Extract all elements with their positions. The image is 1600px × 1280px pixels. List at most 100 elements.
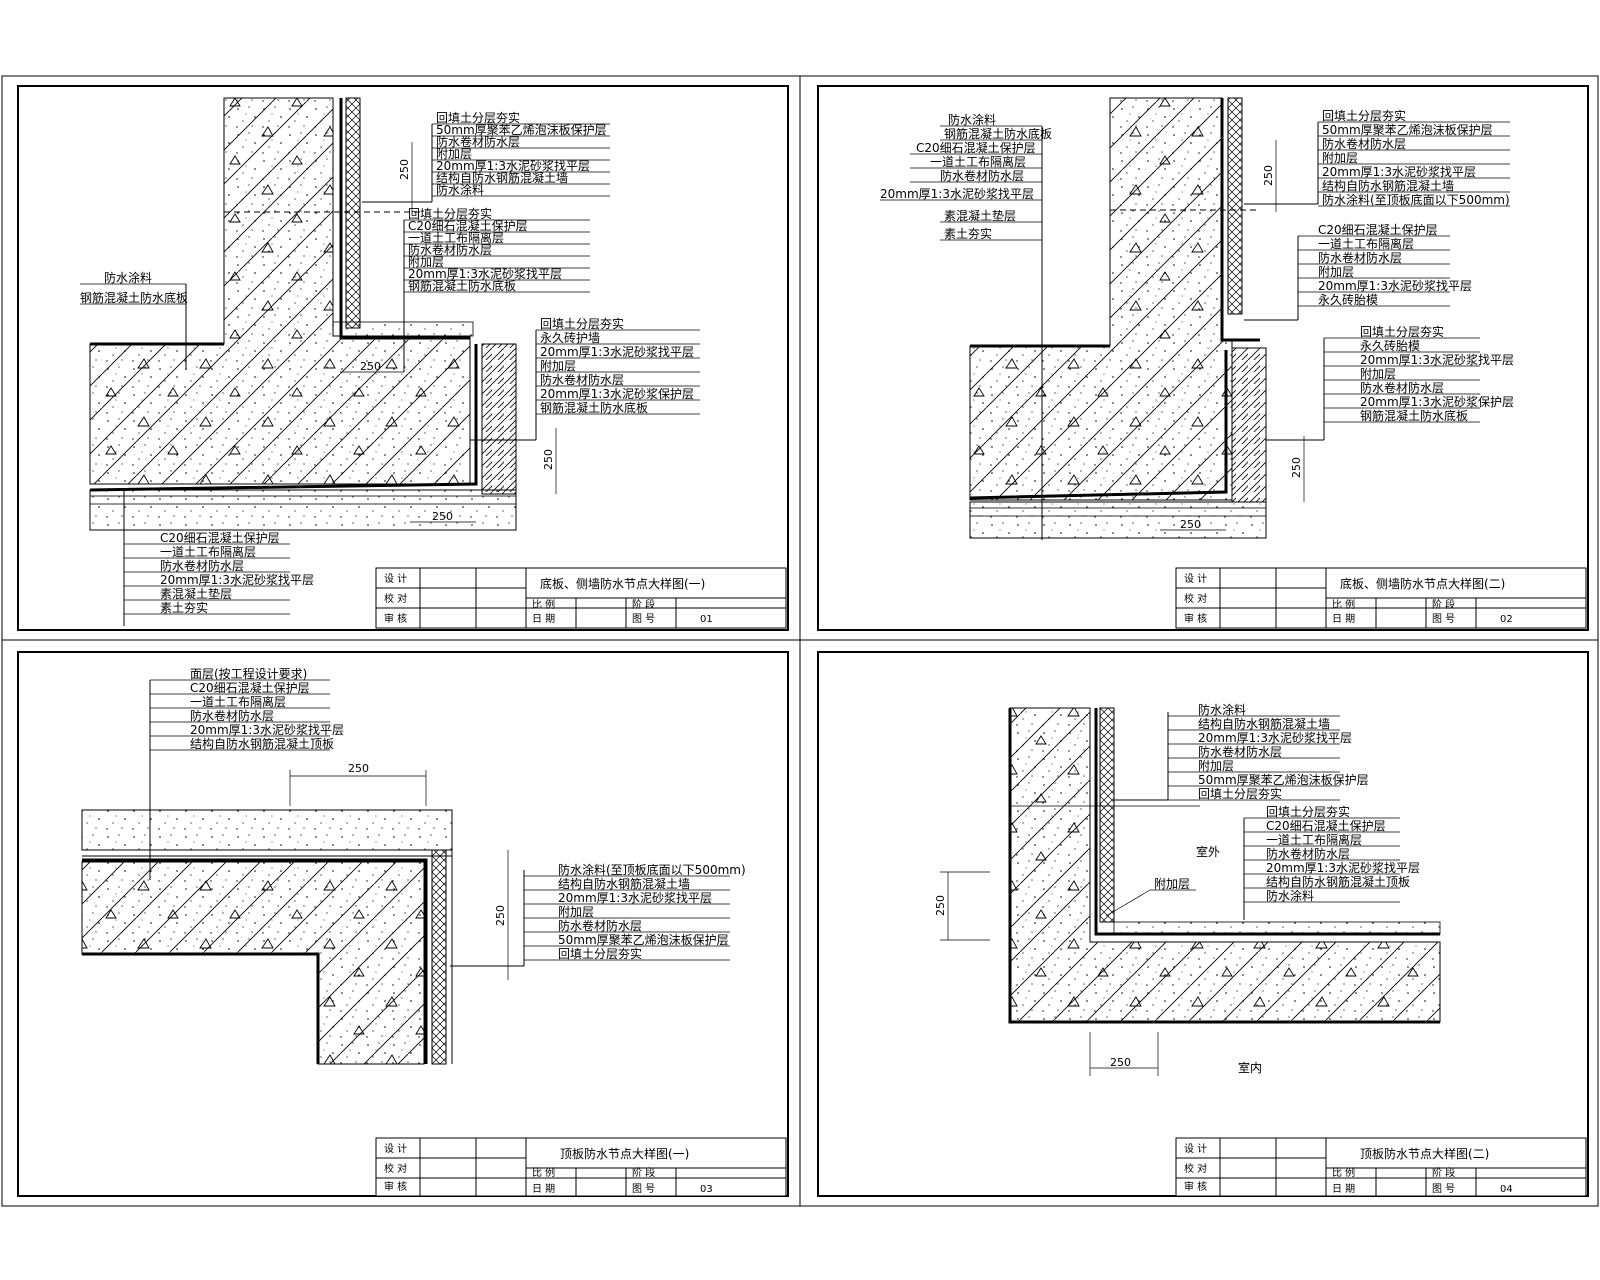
p1-date-label: 日 期 — [532, 613, 555, 625]
p4-extra-layer-label: 附加层 — [1154, 877, 1190, 891]
p2-g1-l7: 素混凝土垫层 — [944, 208, 1016, 223]
p1-scale-label: 比 例 — [532, 598, 555, 611]
p2-drawing-no: 02 — [1500, 614, 1513, 625]
p3-g2-l4: 附加层 — [558, 905, 594, 919]
p3-stage-label: 阶 段 — [632, 1166, 655, 1179]
p1-g5-l1: C20细石混凝土保护层 — [160, 530, 280, 545]
p4-outside-label: 室外 — [1196, 844, 1220, 859]
p4-tb-r3: 审 核 — [1184, 1180, 1207, 1193]
p2-g4-l4: 附加层 — [1360, 367, 1396, 381]
p1-g2-l5: 附加层 — [408, 255, 444, 269]
p1-g5-l3: 防水卷材防水层 — [160, 558, 244, 573]
p1-tb-r2: 校 对 — [384, 592, 407, 605]
p4-g1-l2: 结构自防水钢筋混凝土墙 — [1198, 716, 1330, 731]
p1-g3-l1: 回填土分层夯实 — [540, 316, 624, 331]
p1-g5-l2: 一道土工布隔离层 — [160, 544, 256, 559]
p1-g1-l1: 回填土分层夯实 — [436, 110, 520, 125]
p2-g1-l1: 防水涂料 — [948, 112, 996, 127]
p2-stage-label: 阶 段 — [1432, 598, 1455, 611]
p3-title: 顶板防水节点大样图(一) — [560, 1146, 689, 1161]
p3-dim-1: 250 — [348, 762, 369, 775]
p3-drawing-no: 03 — [700, 1184, 713, 1195]
p4-g2-l3: 一道土工布隔离层 — [1266, 832, 1362, 847]
p3-g2-l7: 回填土分层夯实 — [558, 946, 642, 961]
p2-g2-l6: 结构自防水钢筋混凝土墙 — [1322, 178, 1454, 193]
panel-floor-wall-detail-1: 回填土分层夯实 50mm厚聚苯乙烯泡沫板保护层 防水卷材防水层 附加层 20mm… — [17, 85, 789, 631]
p1-g3-l4: 附加层 — [540, 359, 576, 373]
p2-date-label: 日 期 — [1332, 613, 1355, 625]
p2-g2-l3: 防水卷材防水层 — [1322, 136, 1406, 151]
p3-tb-r3: 审 核 — [384, 1180, 407, 1193]
p2-g3-l3: 防水卷材防水层 — [1318, 250, 1402, 265]
p4-g1-l7: 回填土分层夯实 — [1198, 786, 1282, 801]
p1-g4-l1: 防水涂料 — [104, 270, 152, 285]
p2-g1-l2: 钢筋混凝土防水底板 — [944, 126, 1052, 141]
p1-g4-l2: 钢筋混凝土防水底板 — [80, 290, 188, 305]
p4-dim-1: 250 — [934, 895, 947, 916]
p4-stage-label: 阶 段 — [1432, 1166, 1455, 1179]
p1-tb-r1: 设 计 — [384, 572, 407, 585]
p4-title: 顶板防水节点大样图(二) — [1360, 1146, 1489, 1161]
p2-g2-l7: 防水涂料(至顶板底面以下500mm) — [1322, 192, 1510, 207]
p2-g3-l1: C20细石混凝土保护层 — [1318, 222, 1438, 237]
p1-title-block: 设 计 校 对 审 核 底板、侧墙防水节点大样图(一) 比 例 阶 段 日 期 … — [375, 567, 787, 629]
p2-title: 底板、侧墙防水节点大样图(二) — [1340, 576, 1505, 591]
p4-tb-r2: 校 对 — [1184, 1162, 1207, 1175]
p1-g3-l6: 20mm厚1:3水泥砂浆保护层 — [540, 386, 694, 401]
p3-g1-l3: 一道土工布隔离层 — [190, 694, 286, 709]
p4-title-block: 设 计 校 对 审 核 顶板防水节点大样图(二) 比 例 阶 段 日 期 图 号… — [1175, 1137, 1587, 1197]
p3-g1-l4: 防水卷材防水层 — [190, 708, 274, 723]
p1-g5-l6: 素土夯实 — [160, 600, 208, 615]
panel-roof-detail-1: 面层(按工程设计要求) C20细石混凝土保护层 一道土工布隔离层 防水卷材防水层… — [17, 651, 789, 1197]
p3-g1-l1: 面层(按工程设计要求) — [190, 666, 307, 681]
p4-g2-l1: 回填土分层夯实 — [1266, 804, 1350, 819]
p4-g2-l5: 20mm厚1:3水泥砂浆找平层 — [1266, 860, 1420, 875]
p4-g2-l6: 结构自防水钢筋混凝土顶板 — [1266, 874, 1410, 889]
p2-g4-l5: 防水卷材防水层 — [1360, 380, 1444, 395]
p1-g2-l6: 20mm厚1:3水泥砂浆找平层 — [408, 266, 562, 281]
p3-tb-r1: 设 计 — [384, 1142, 407, 1155]
p3-title-block: 设 计 校 对 审 核 顶板防水节点大样图(一) 比 例 阶 段 日 期 图 号… — [375, 1137, 787, 1197]
p1-tb-r3: 审 核 — [384, 612, 407, 625]
p2-g3-l5: 20mm厚1:3水泥砂浆找平层 — [1318, 278, 1472, 293]
p3-g1-l6: 结构自防水钢筋混凝土顶板 — [190, 736, 334, 751]
p2-g3-l6: 永久砖胎模 — [1318, 292, 1378, 307]
p1-g2-l2: C20细石混凝土保护层 — [408, 218, 528, 233]
p3-g2-l6: 50mm厚聚苯乙烯泡沫板保护层 — [558, 933, 729, 947]
p2-g1-l6: 20mm厚1:3水泥砂浆找平层 — [880, 186, 1034, 201]
p1-g2-l4: 防水卷材防水层 — [408, 242, 492, 257]
p1-g3-l2: 永久砖护墙 — [540, 330, 600, 345]
p4-g1-l1: 防水涂料 — [1198, 702, 1246, 717]
p2-g3-l2: 一道土工布隔离层 — [1318, 236, 1414, 251]
p3-g2-l2: 结构自防水钢筋混凝土墙 — [558, 876, 690, 891]
p1-g5-l5: 素混凝土垫层 — [160, 586, 232, 601]
p4-g1-l3: 20mm厚1:3水泥砂浆找平层 — [1198, 730, 1352, 745]
panel-roof-detail-2: 防水涂料 结构自防水钢筋混凝土墙 20mm厚1:3水泥砂浆找平层 防水卷材防水层… — [817, 651, 1589, 1197]
p3-g2-l5: 防水卷材防水层 — [558, 918, 642, 933]
p2-g1-l3: C20细石混凝土保护层 — [916, 140, 1036, 155]
p2-g2-l4: 附加层 — [1322, 151, 1358, 165]
p1-g3-l5: 防水卷材防水层 — [540, 372, 624, 387]
p4-g2-l2: C20细石混凝土保护层 — [1266, 818, 1386, 833]
p2-g2-l1: 回填土分层夯实 — [1322, 108, 1406, 123]
p2-g1-l5: 防水卷材防水层 — [940, 168, 1024, 183]
p1-g2-l3: 一道土工布隔离层 — [408, 230, 504, 245]
p2-scale-label: 比 例 — [1332, 598, 1355, 611]
p3-date-label: 日 期 — [532, 1183, 555, 1195]
p2-g4-l7: 钢筋混凝土防水底板 — [1360, 408, 1468, 423]
p2-dim-1: 250 — [1262, 165, 1275, 186]
p4-indoor-label: 室内 — [1238, 1060, 1262, 1075]
p1-dim-1: 250 — [398, 159, 411, 180]
p4-tb-r1: 设 计 — [1184, 1142, 1207, 1155]
p4-g2-l4: 防水卷材防水层 — [1266, 846, 1350, 861]
p4-g1-l6: 50mm厚聚苯乙烯泡沫板保护层 — [1198, 773, 1369, 787]
p2-tb-r2: 校 对 — [1184, 592, 1207, 605]
p2-g3-l4: 附加层 — [1318, 265, 1354, 279]
p2-g4-l2: 永久砖胎模 — [1360, 338, 1420, 353]
p1-g2-l1: 回填土分层夯实 — [408, 206, 492, 221]
panel-floor-wall-detail-2: 防水涂料 钢筋混凝土防水底板 C20细石混凝土保护层 一道土工布隔离层 防水卷材… — [817, 85, 1589, 631]
p1-dim-2: 250 — [360, 360, 381, 373]
p4-scale-label: 比 例 — [1332, 1166, 1355, 1179]
p2-g4-l6: 20mm厚1:3水泥砂浆保护层 — [1360, 394, 1514, 409]
